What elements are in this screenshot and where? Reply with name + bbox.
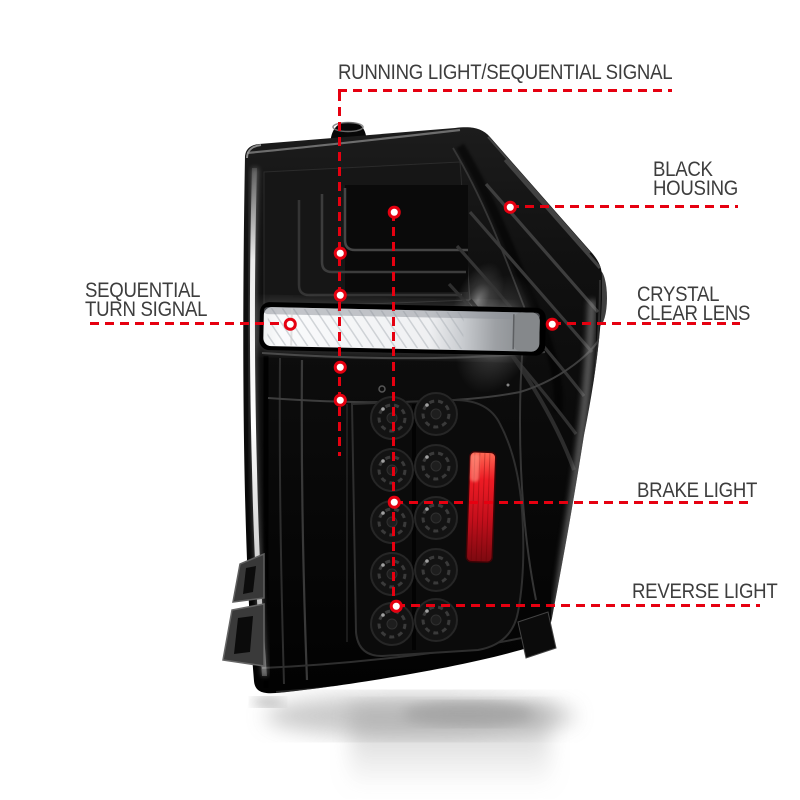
annotation-black-housing-label: BLACK HOUSING	[653, 158, 738, 200]
leader-line-running-v1	[338, 92, 341, 456]
leader-line-lens	[552, 322, 740, 325]
marker-dot-icon	[389, 599, 403, 613]
marker-dot-icon	[333, 288, 347, 302]
leader-line-turn-signal	[90, 322, 290, 325]
marker-dot-icon	[333, 360, 347, 374]
leader-line-running-v2	[392, 212, 395, 606]
clear-lens-strip	[257, 300, 546, 358]
marker-dot-icon	[387, 495, 401, 509]
leader-line-reverse	[396, 604, 760, 607]
annotation-turn-signal-label: SEQUENTIAL TURN SIGNAL	[85, 279, 208, 321]
marker-dot-icon	[333, 246, 347, 260]
mounting-tabs	[222, 552, 265, 667]
ground-reflection	[252, 694, 575, 790]
annotation-clear-lens-label: CRYSTAL CLEAR LENS	[637, 283, 751, 325]
leader-line-running	[338, 89, 672, 92]
annotation-brake-light-label: BRAKE LIGHT	[637, 479, 758, 502]
marker-dot-icon	[503, 200, 517, 214]
leader-line-brake	[394, 501, 748, 504]
bottom-foot	[517, 611, 557, 659]
marker-dot-icon	[333, 393, 347, 407]
annotation-reverse-light-label: REVERSE LIGHT	[632, 580, 778, 603]
reflector-strip	[465, 451, 497, 564]
annotation-running-light-label: RUNNING LIGHT/SEQUENTIAL SIGNAL	[338, 61, 673, 84]
leader-line-housing	[510, 205, 738, 208]
marker-dot-icon	[283, 317, 297, 331]
marker-dot-icon	[387, 205, 401, 219]
marker-dot-icon	[545, 317, 559, 331]
